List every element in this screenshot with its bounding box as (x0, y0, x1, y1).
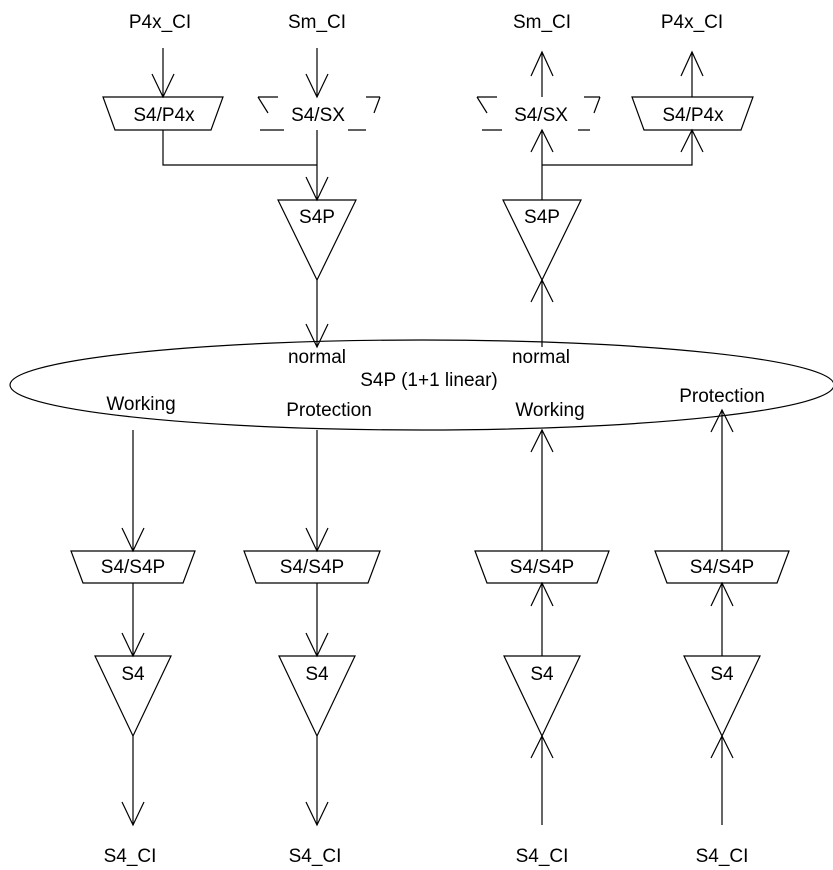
port-label-protection: Protection (679, 386, 765, 407)
trail-termination-label: S4 (121, 664, 145, 685)
trail-termination-s4 (94, 655, 172, 738)
adaptation-label: S4/P4x (133, 105, 195, 126)
trail-termination-s4 (278, 655, 356, 738)
arrow-up-icon (530, 581, 554, 607)
arrow-up-icon (680, 128, 704, 153)
ci-label-s4: S4_CI (696, 846, 749, 867)
normal-label-right: normal (512, 347, 570, 368)
arrow-up-icon (530, 128, 554, 153)
ci-label-s4: S4_CI (289, 846, 342, 867)
arrow-up-icon (710, 581, 734, 607)
ci-label-s4: S4_CI (516, 846, 569, 867)
trail-termination-s4 (503, 655, 581, 738)
connection-line (162, 130, 317, 166)
arrow-up-icon (710, 734, 734, 759)
adaptation-label: S4/SX (291, 105, 345, 126)
port-label-protection: Protection (286, 400, 372, 421)
arrow-up-icon (530, 278, 554, 303)
port-label-working: Working (106, 394, 175, 415)
trail-termination-label: S4 (305, 664, 329, 685)
adaptation-function-s4-sx-sink (257, 96, 381, 131)
adaptation-label: S4/SX (514, 105, 568, 126)
arrow-up-icon (530, 50, 554, 77)
arrow-down-icon (121, 801, 145, 827)
connection-line (542, 130, 693, 166)
protection-connection-ellipse (9, 339, 833, 431)
trail-termination-label: S4 (530, 664, 554, 685)
adaptation-label: S4/S4P (690, 557, 754, 578)
arrow-down-icon (305, 801, 329, 827)
trail-termination-s4 (683, 655, 761, 738)
adaptation-label: S4/S4P (101, 557, 165, 578)
ci-label-p4x-sink: P4x_CI (129, 12, 191, 33)
ci-label-sm-sink: Sm_CI (288, 12, 346, 33)
arrow-up-icon (680, 50, 704, 77)
adaptation-function-s4-p4x-source (631, 96, 754, 131)
arrow-up-icon (710, 408, 734, 433)
trail-termination-label: S4 (710, 664, 734, 685)
ci-label-p4x-source: P4x_CI (661, 12, 723, 33)
adaptation-label: S4/S4P (280, 557, 344, 578)
ci-label-s4: S4_CI (104, 846, 157, 867)
adaptation-function-s4-sx-source (476, 96, 601, 131)
trail-termination-label: S4P (299, 207, 335, 228)
adaptation-function-s4-s4p (654, 550, 790, 584)
trail-termination-s4p-source (502, 199, 582, 282)
arrow-down-icon (305, 323, 329, 349)
arrow-up-icon (530, 734, 554, 759)
adaptation-function-s4-s4p (474, 550, 610, 584)
adaptation-function-s4-s4p (70, 550, 196, 584)
normal-label-left: normal (288, 347, 346, 368)
trail-termination-s4p-sink (277, 199, 357, 282)
protection-connection-label: S4P (1+1 linear) (360, 370, 497, 391)
arrow-up-icon (530, 428, 554, 453)
adaptation-label: S4/S4P (510, 557, 574, 578)
adaptation-label: S4/P4x (662, 105, 724, 126)
adaptation-function-s4-s4p (243, 550, 381, 584)
arrow-down-icon (305, 73, 329, 99)
ci-label-sm-source: Sm_CI (513, 12, 571, 33)
port-label-working: Working (515, 400, 584, 421)
trail-termination-label: S4P (524, 207, 560, 228)
adaptation-function-s4-p4x-sink (102, 96, 224, 131)
